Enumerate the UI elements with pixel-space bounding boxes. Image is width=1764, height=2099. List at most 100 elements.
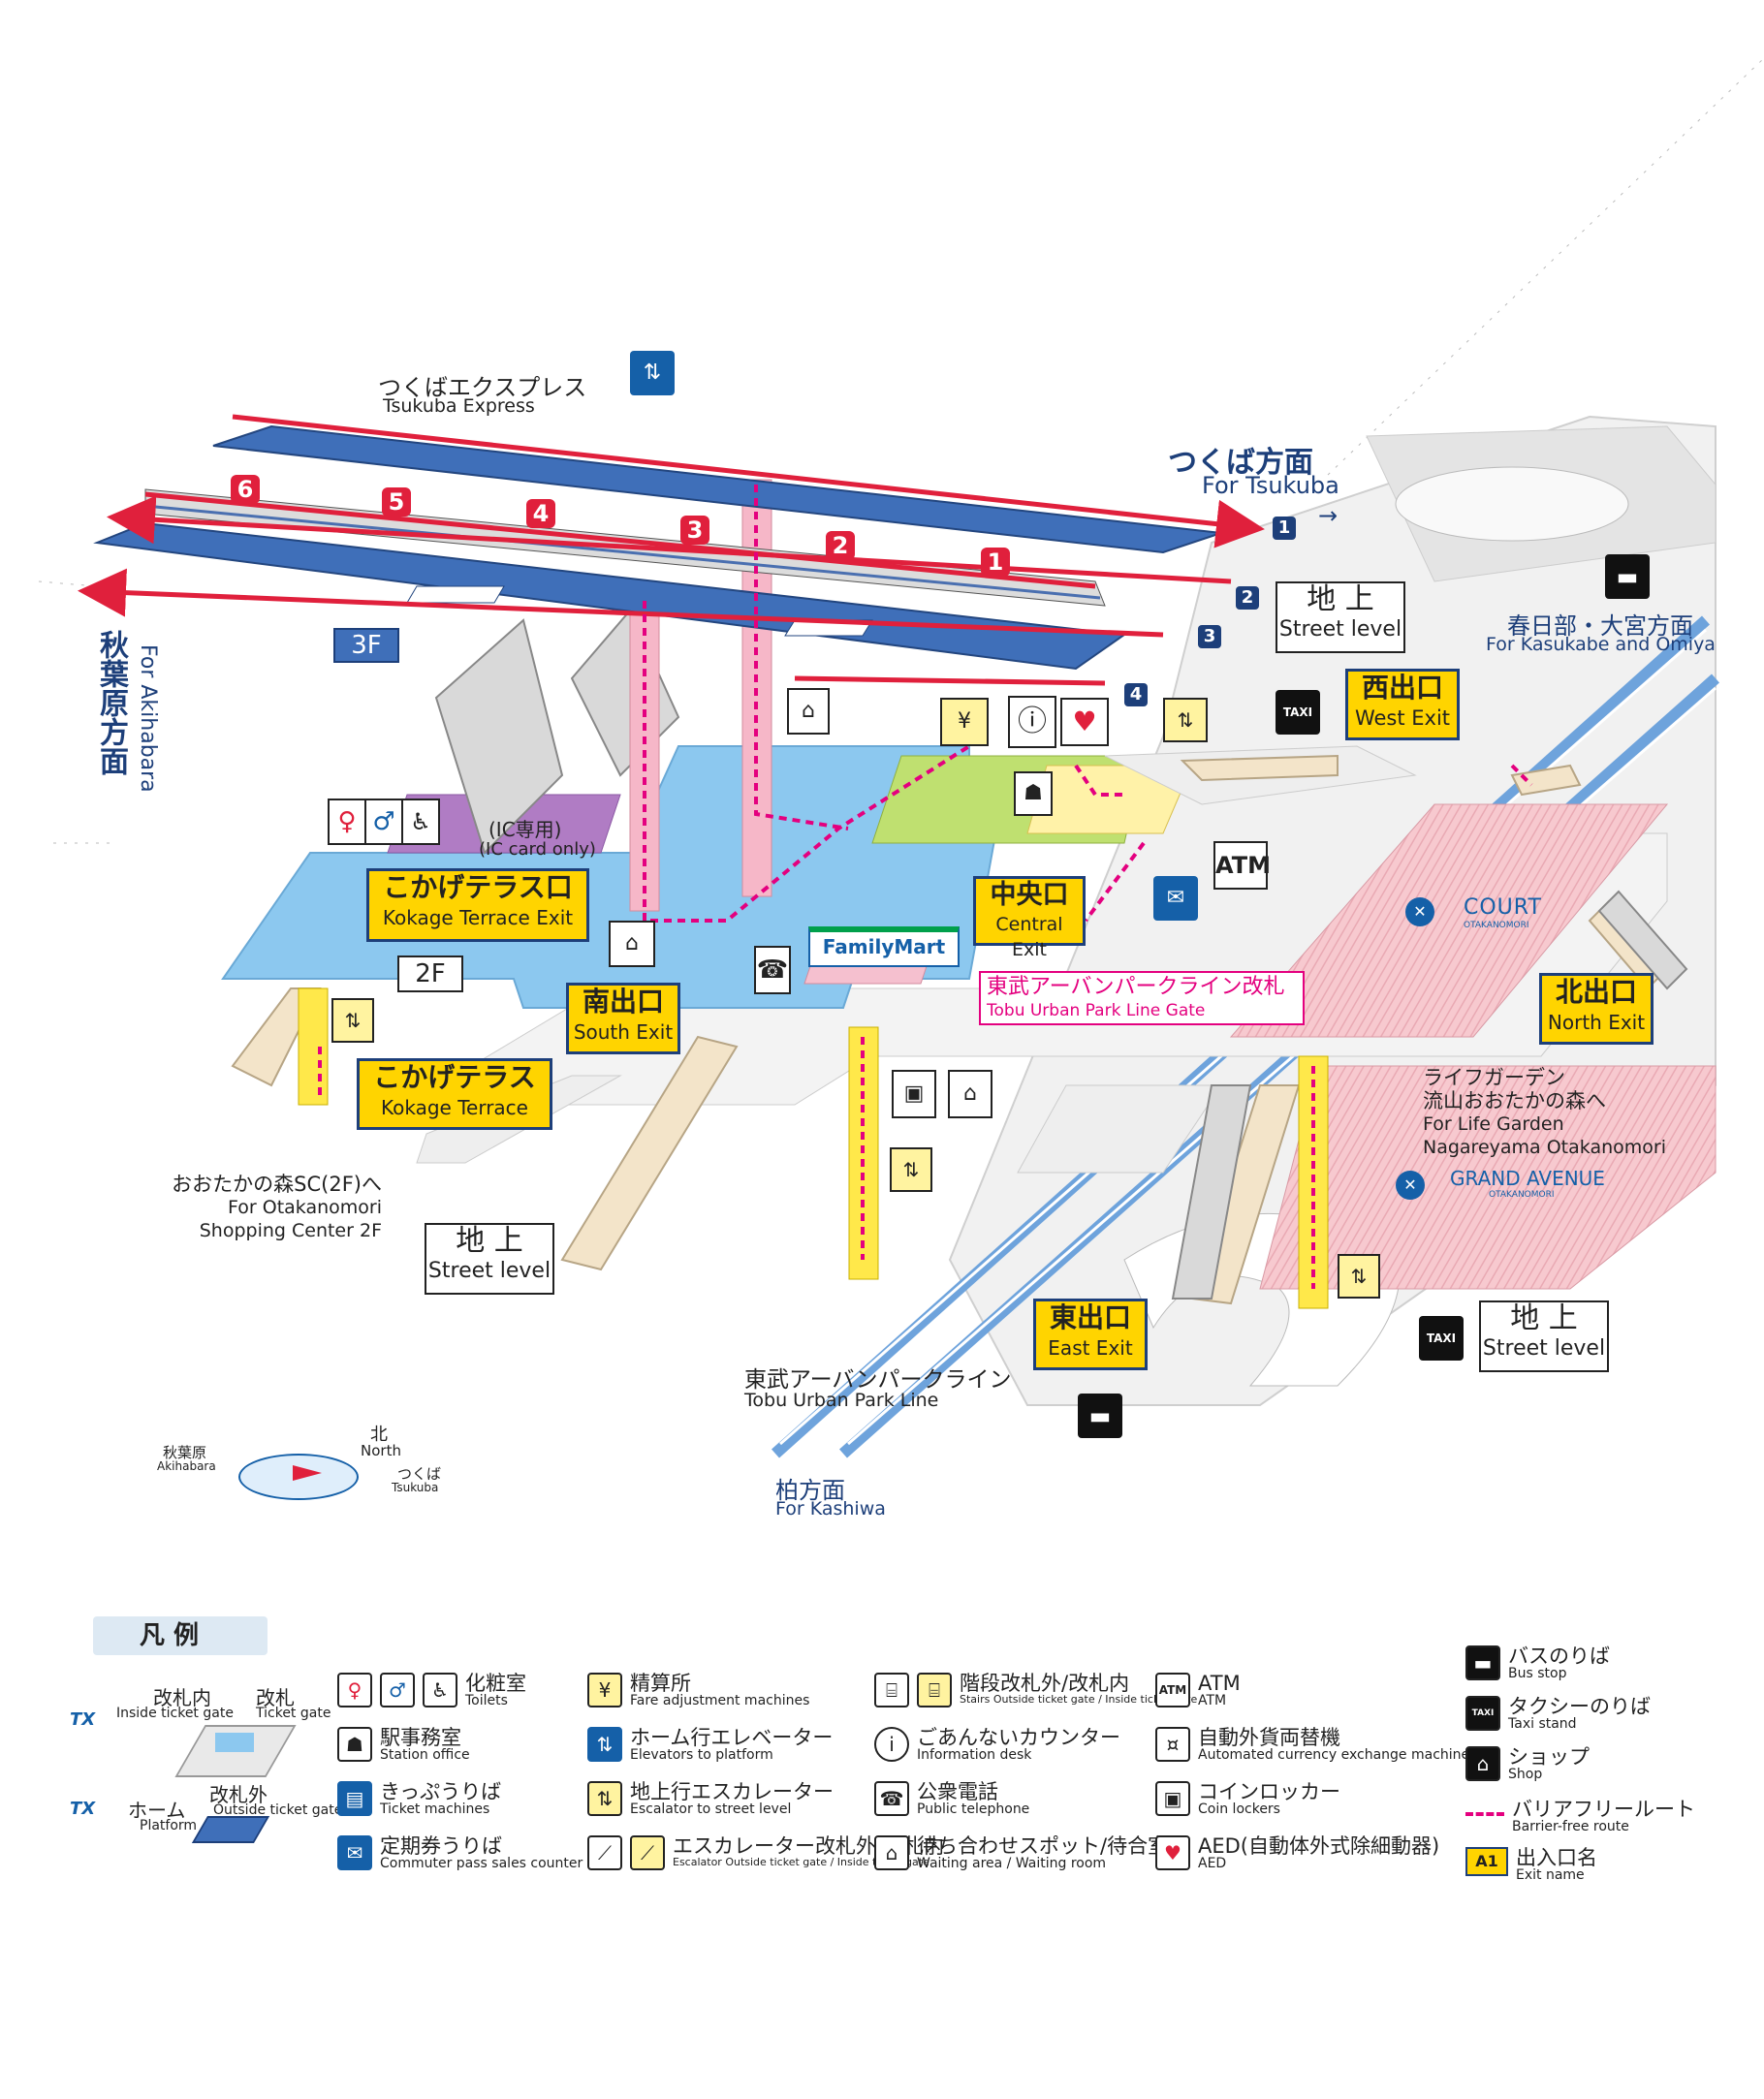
compass-tsukuba-ja: つくば [397, 1465, 442, 1483]
exit-sign-south: 南出口 South Exit [566, 983, 680, 1054]
legend-item-aed: ♥ AED(自動体外式除細動器)AED [1155, 1835, 1439, 1871]
bus-icon: ▬ [1605, 554, 1650, 599]
kokage-terrace-en: Kokage Terrace [381, 1096, 528, 1119]
legend-label-en: ATM [1198, 1693, 1227, 1709]
compass [238, 1444, 364, 1500]
sc-ja: おおたかの森SC(2F)へ [172, 1173, 382, 1196]
legend-label-en: Toilets [465, 1693, 508, 1709]
compass-akihabara-ja: 秋葉原 [163, 1444, 207, 1461]
coin-locker-icon: ▣ [1155, 1781, 1190, 1816]
legend-label: 駅事務室 [380, 1726, 461, 1749]
bus-terminal-island [1395, 466, 1629, 542]
waiting-icon: ⌂ [874, 1835, 909, 1870]
tobu-gate-label: 東武アーバンパークライン改札 Tobu Urban Park Line Gate [979, 971, 1305, 1025]
tx-line-label-en: Tsukuba Express [383, 395, 535, 417]
commuter-pass-icon: ✉ [337, 1835, 372, 1870]
stairs-outside-icon: ⌸ [874, 1673, 909, 1707]
taxi-icon: TAXI [1276, 690, 1320, 735]
street-level-en: Street level [1482, 1336, 1606, 1361]
legend-outside-gate-ja: 改札外 [209, 1783, 268, 1806]
car-number: 5 [382, 487, 411, 517]
car-number: 2 [826, 531, 855, 560]
exit-east-ja: 東出口 [1049, 1301, 1131, 1333]
direction-kashiwa-ja: 柏方面 [775, 1477, 845, 1504]
elevator-shaft-kokage [298, 987, 329, 1106]
track-number-badge: 3 [1198, 625, 1221, 648]
direction-kashiwa-en: For Kashiwa [775, 1498, 886, 1519]
legend-platform-en: Platform [140, 1818, 198, 1833]
waiting-area-icon: ⌂ [609, 921, 655, 967]
street-level-en: Street level [1278, 617, 1402, 642]
floor-label-3f: 3F [333, 628, 399, 663]
waiting-area-icon: ⌂ [787, 688, 830, 735]
exit-east-en: East Exit [1048, 1336, 1133, 1360]
shop-icon: ⌂ [1465, 1746, 1500, 1781]
legend-label-en: Waiting area / Waiting room [917, 1856, 1107, 1872]
aed-icon: ♥ [1060, 698, 1109, 746]
legend: 凡 例 改札内 Inside ticket gate 改札 Ticket gat… [45, 1616, 1719, 1907]
floor-label-2f: 2F [397, 956, 463, 992]
exit-central-en: Central Exit [995, 914, 1063, 960]
legend-label: バリアフリールート [1512, 1798, 1695, 1821]
grand-avenue-logo-sub: OTAKANOMORI [1489, 1190, 1555, 1200]
tx-logo-icon: TX [70, 1709, 96, 1730]
legend-label: 自動外貨両替機 [1198, 1726, 1340, 1749]
grand-avenue-logo: GRAND AVENUE [1450, 1167, 1605, 1190]
shop-logo-icon: ✕ [1396, 1171, 1425, 1200]
compass-tsukuba-en: Tsukuba [392, 1481, 439, 1494]
legend-label: ATM [1198, 1672, 1241, 1695]
ticket-machine-icon: ▤ [337, 1781, 372, 1816]
legend-label-en: Commuter pass sales counter [380, 1856, 583, 1872]
ic-only-ja: (IC専用) [488, 818, 562, 841]
toilet-icon: ♀ [328, 799, 366, 845]
direction-akihabara-en: For Akihabara [136, 644, 160, 793]
car-number: 1 [981, 548, 1010, 577]
toilet-icon: ♂ [364, 799, 403, 845]
bus-icon: ▬ [1078, 1394, 1122, 1438]
lifegarden-ja2: 流山おおたかの森へ [1423, 1089, 1606, 1112]
direction-tsukuba-en: For Tsukuba [1202, 472, 1339, 499]
legend-title: 凡 例 [93, 1616, 268, 1655]
legend-label-en: Coin lockers [1198, 1801, 1280, 1818]
legend-label-en: Taxi stand [1508, 1716, 1577, 1733]
tx-logo-icon: TX [70, 1799, 96, 1819]
direction-kasukabe-en: For Kasukabe and Omiya [1486, 634, 1716, 655]
escalator-street-icon: ⇅ [1338, 1254, 1380, 1299]
atm-icon: ATM [1155, 1673, 1190, 1707]
exit-kokage-en: Kokage Terrace Exit [382, 906, 574, 929]
exit-kokage-ja: こかげテラス口 [383, 871, 573, 903]
escalator-street-icon: ⇅ [1163, 698, 1208, 742]
legend-label: AED(自動体外式除細動器) [1198, 1834, 1440, 1858]
legend-label-en: Station office [380, 1747, 470, 1764]
lifegarden-en2: Nagareyama Otakanomori [1423, 1137, 1666, 1158]
right-arrow-icon: → [1318, 502, 1339, 529]
direction-akihabara-ja: 秋葉原方面 [94, 630, 128, 775]
street-level-sign: 地 上 Street level [1479, 1300, 1609, 1372]
legend-label-en: Bus stop [1508, 1666, 1567, 1682]
street-level-sign: 地 上 Street level [1276, 581, 1405, 653]
kokage-terrace-ja: こかげテラス [373, 1061, 536, 1093]
legend-label-en: Barrier-free route [1512, 1819, 1629, 1835]
phone-icon: ☎ [754, 946, 791, 994]
track-number-badge: 2 [1236, 586, 1259, 610]
tobu-gate-en: Tobu Urban Park Line Gate [987, 1001, 1206, 1020]
legend-gate-ja: 改札 [256, 1686, 295, 1709]
legend-gate-icon [215, 1733, 254, 1752]
street-level-sign: 地 上 Street level [425, 1223, 554, 1295]
legend-divider [45, 1626, 1719, 1630]
sc-en2: Shopping Center 2F [199, 1220, 382, 1241]
legend-label: 出入口名 [1516, 1846, 1597, 1869]
court-area [1229, 803, 1669, 1038]
compass-north-en: North [361, 1442, 401, 1459]
shop-logo-icon: ✕ [1405, 897, 1434, 926]
map-labels: つくばエクスプレス Tsukuba Express ⇅ つくば方面 For Ts… [94, 351, 1716, 1519]
guide-line [1327, 57, 1764, 476]
